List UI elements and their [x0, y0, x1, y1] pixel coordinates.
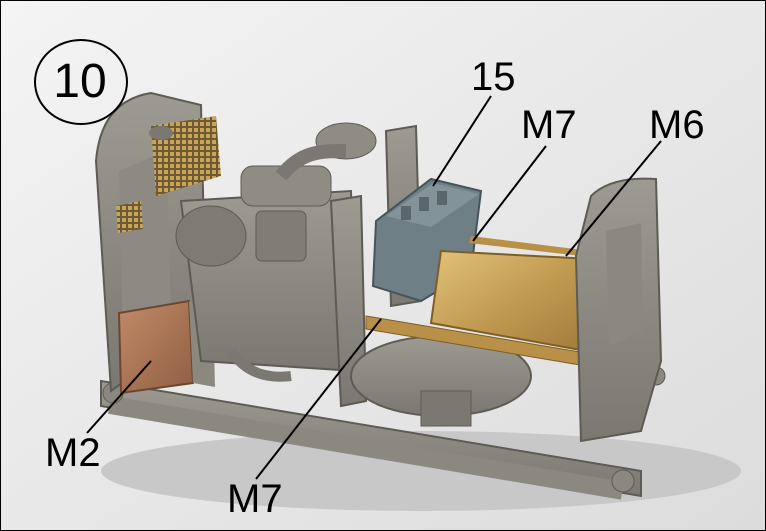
- base-skid-front: [108, 396, 624, 500]
- exhaust-pipe: [275, 144, 347, 181]
- battery-cell-2: [419, 197, 429, 211]
- callout-15: 15: [471, 55, 516, 99]
- leader-line-m2: [86, 360, 152, 434]
- oil-pipe: [226, 348, 292, 382]
- battery-cell-3: [437, 191, 447, 205]
- radiator-cap: [149, 126, 173, 140]
- injector-pump: [255, 210, 307, 262]
- leader-line-15: [432, 95, 492, 187]
- front-frame-window: [606, 223, 643, 346]
- callout-m6: M6: [649, 103, 705, 147]
- engine-flywheel: [175, 205, 247, 267]
- callout-m7-top: M7: [521, 103, 577, 147]
- callout-m2: M2: [45, 431, 101, 475]
- step-number: 10: [53, 54, 107, 108]
- leader-line-m7-top: [472, 145, 547, 242]
- callout-m7-bottom: M7: [227, 477, 283, 521]
- generator-mount: [420, 390, 472, 427]
- battery-cell-1: [401, 206, 411, 220]
- radiator-core: [119, 151, 171, 331]
- skid-end-right: [611, 469, 635, 493]
- brass-support-m7: [469, 236, 591, 257]
- step-number-circle: [34, 39, 128, 125]
- leader-line-m6: [565, 140, 662, 257]
- radiator-mesh-small: [116, 201, 143, 233]
- copper-plate: [117, 299, 195, 395]
- rear-upright-left: [329, 194, 368, 408]
- leader-line-m7-bottom: [255, 318, 382, 480]
